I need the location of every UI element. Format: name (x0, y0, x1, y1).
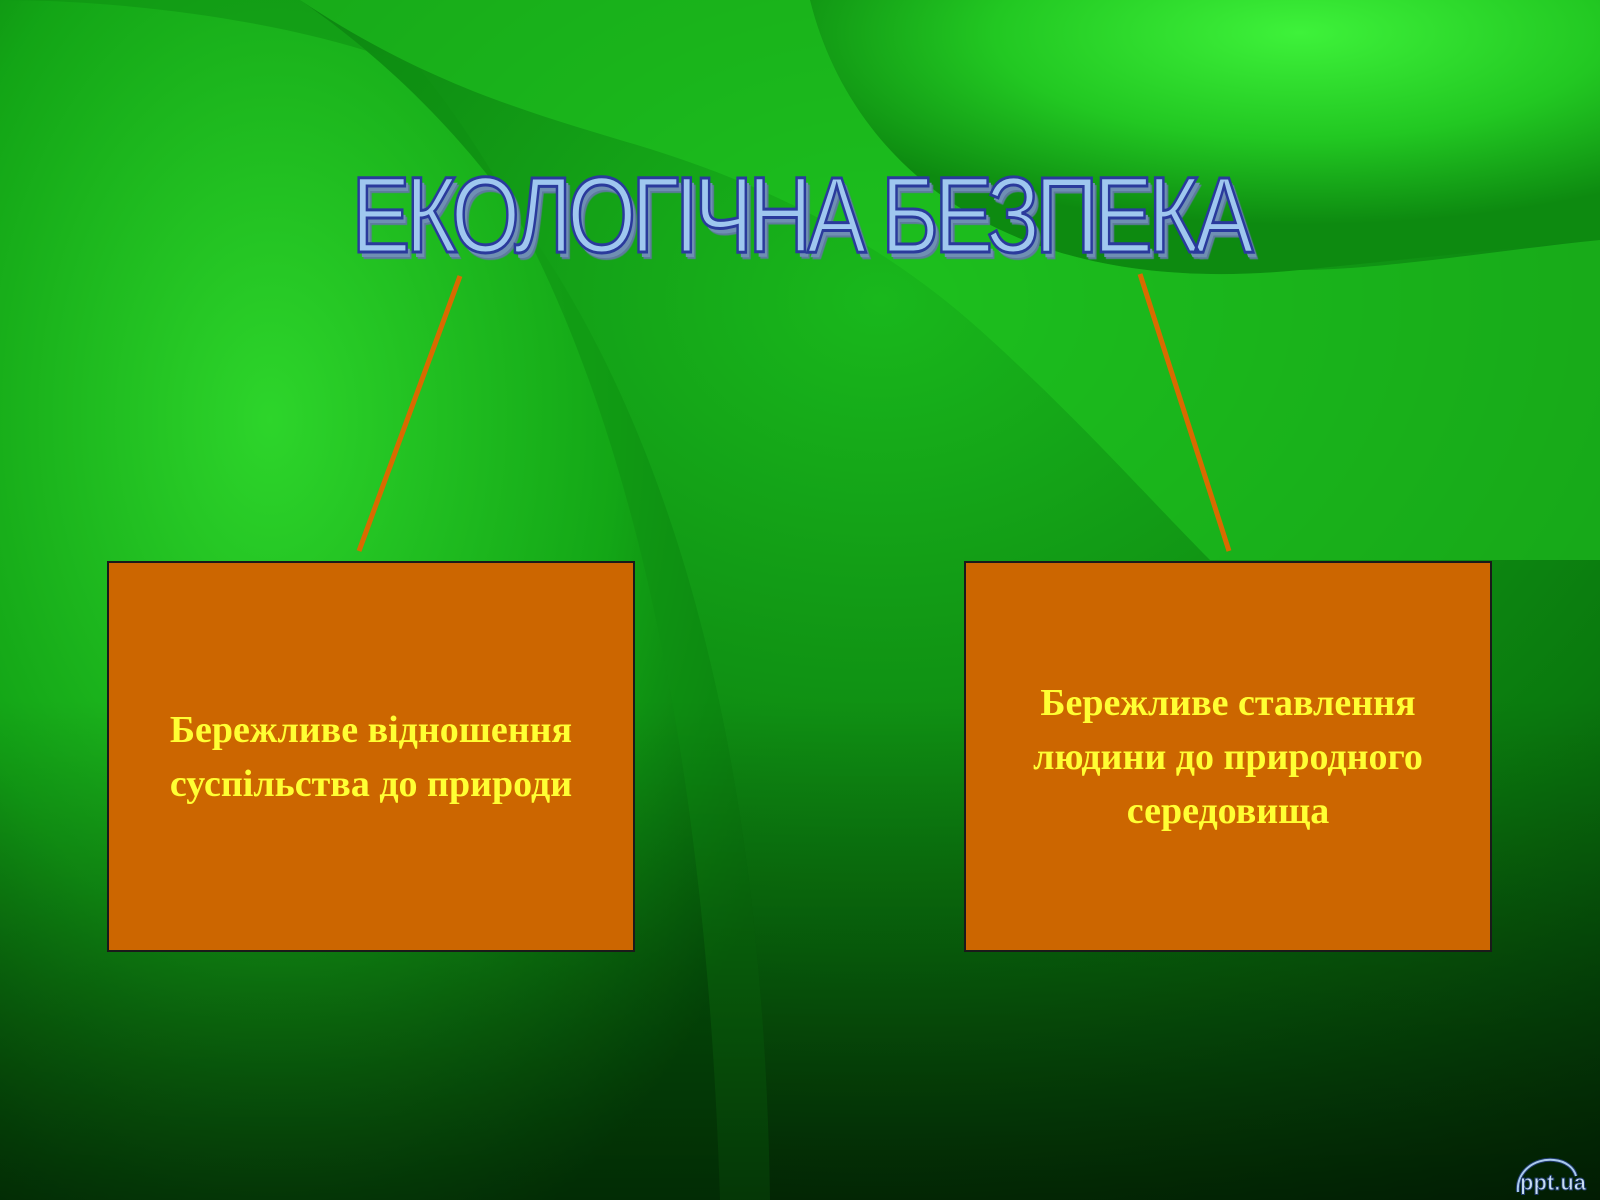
concept-box-right: Бережливе ставлення людини до природного… (964, 561, 1492, 952)
slide-title: ЕКОЛОГІЧНА БЕЗПЕКА (350, 153, 1255, 277)
concept-box-left: Бережливе відношення суспільства до прир… (107, 561, 635, 952)
site-logo-icon (1515, 1157, 1578, 1193)
site-logo-text: ppt.ua (1520, 1170, 1587, 1196)
concept-box-left-text: Бережливе відношення суспільства до прир… (169, 708, 573, 805)
concept-box-right-text: Бережливе ставлення людини до природного… (1033, 681, 1423, 832)
